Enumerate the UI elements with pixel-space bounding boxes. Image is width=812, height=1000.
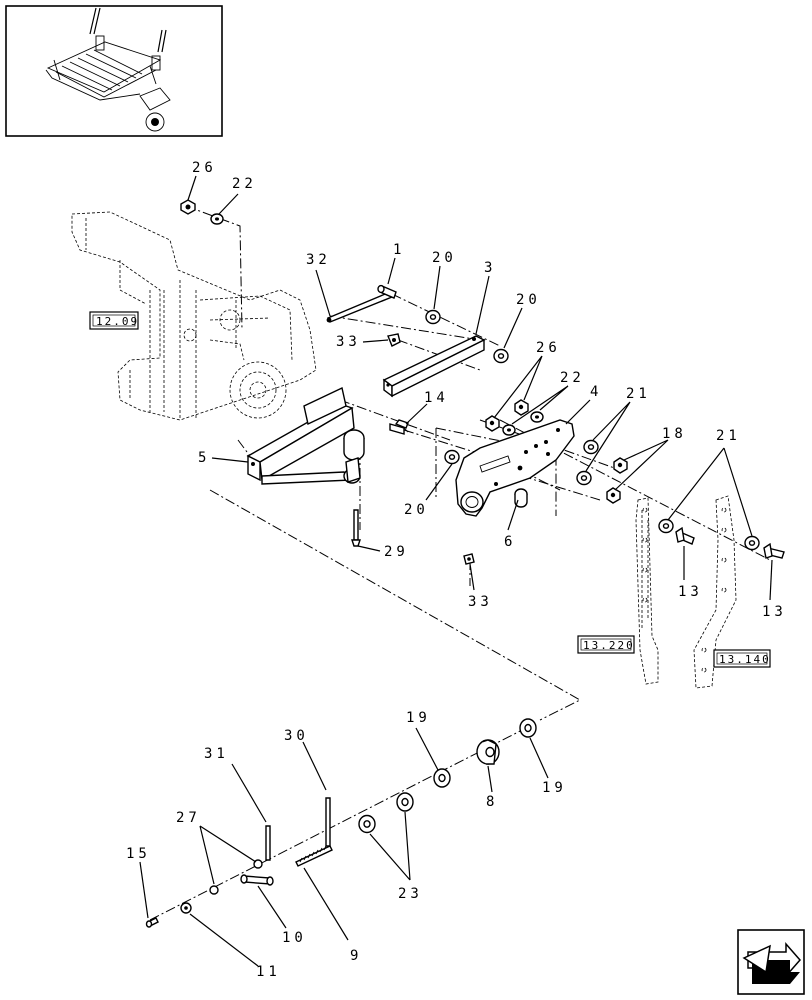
callout-23[interactable]: 23 — [398, 886, 423, 902]
callout-19[interactable]: 19 — [406, 710, 431, 726]
frame-phantom — [71, 211, 317, 421]
part-bolt-14[interactable] — [389, 419, 409, 435]
part-bolt-13-a[interactable] — [675, 526, 695, 545]
ref-label-13-220: 13.220 — [583, 639, 635, 652]
callout-22[interactable]: 22 — [232, 176, 257, 192]
part-washer-23-b[interactable] — [358, 814, 376, 834]
callout-20[interactable]: 20 — [516, 292, 541, 308]
callout-22[interactable]: 22 — [560, 370, 585, 386]
callout-31[interactable]: 31 — [204, 746, 229, 762]
callout-18[interactable]: 18 — [662, 426, 687, 442]
leader-lines — [139, 175, 773, 967]
callout-13[interactable]: 13 — [762, 604, 787, 620]
part-grease-fitting-33-a[interactable] — [387, 333, 401, 347]
ref-label-13-140: 13.140 — [719, 653, 771, 666]
callout-27[interactable]: 27 — [176, 810, 201, 826]
callout-14[interactable]: 14 — [424, 390, 449, 406]
ref-label-12-09: 12.09 — [96, 315, 139, 328]
part-washer-19-right[interactable] — [519, 718, 537, 738]
callout-20[interactable]: 20 — [432, 250, 457, 266]
part-washer-20-a[interactable] — [425, 309, 441, 325]
callout-3[interactable]: 3 — [484, 260, 496, 276]
part-washer-23-a[interactable] — [396, 792, 414, 812]
machine-overview-thumbnail — [5, 5, 223, 137]
part-washer-20-c[interactable] — [444, 449, 460, 465]
callout-6[interactable]: 6 — [504, 534, 516, 550]
next-page-arrow-icon[interactable] — [737, 929, 805, 995]
part-washer-22-top[interactable] — [210, 213, 224, 225]
part-pin-1[interactable] — [377, 284, 397, 299]
callout-15[interactable]: 15 — [126, 846, 151, 862]
callout-26[interactable]: 26 — [192, 160, 217, 176]
part-grease-fitting-33-b[interactable] — [463, 553, 475, 565]
part-plate-4[interactable] — [455, 419, 575, 517]
callout-19[interactable]: 19 — [542, 780, 567, 796]
part-washer-22-b2[interactable] — [530, 411, 544, 423]
callout-11[interactable]: 11 — [256, 964, 281, 980]
phantom-link-13-140 — [693, 495, 737, 689]
part-nut-26-top[interactable] — [180, 199, 196, 215]
part-washer-21-b[interactable] — [576, 470, 592, 486]
callout-29[interactable]: 29 — [384, 544, 409, 560]
phantom-link-13-220 — [635, 497, 659, 685]
callout-33[interactable]: 33 — [468, 594, 493, 610]
part-pin-32[interactable] — [326, 291, 393, 323]
part-rod-31[interactable] — [265, 825, 271, 861]
callout-21[interactable]: 21 — [626, 386, 651, 402]
baler-pickup-illustration — [45, 7, 171, 132]
part-tube-3[interactable] — [382, 335, 486, 398]
callout-10[interactable]: 10 — [282, 930, 307, 946]
part-nut-26-b1[interactable] — [485, 415, 500, 432]
ref-box-13-220[interactable]: 13.220 — [577, 635, 635, 654]
part-washer-21-c[interactable] — [658, 518, 674, 534]
callout-32[interactable]: 32 — [306, 252, 331, 268]
callout-30[interactable]: 30 — [284, 728, 309, 744]
part-nut-26-b2[interactable] — [514, 399, 529, 416]
callout-1[interactable]: 1 — [393, 242, 405, 258]
part-bearing-8[interactable] — [476, 739, 500, 765]
callout-labels: 26 22 32 1 20 3 20 33 26 22 4 14 21 18 2… — [126, 160, 787, 980]
ref-box-12-09[interactable]: 12.09 — [89, 311, 139, 330]
callout-8[interactable]: 8 — [486, 794, 498, 810]
callout-13[interactable]: 13 — [678, 584, 703, 600]
part-washer-21-d[interactable] — [744, 535, 760, 551]
part-pin-10[interactable] — [240, 874, 274, 886]
ref-box-13-140[interactable]: 13.140 — [713, 649, 771, 668]
part-washer-11[interactable] — [180, 902, 192, 914]
part-nut-18-a[interactable] — [613, 457, 628, 474]
part-washer-21-a[interactable] — [583, 439, 599, 455]
part-nut-18-b[interactable] — [606, 487, 621, 504]
callout-33[interactable]: 33 — [336, 334, 361, 350]
callout-21[interactable]: 21 — [716, 428, 741, 444]
part-washer-19-left[interactable] — [433, 768, 451, 788]
callout-5[interactable]: 5 — [198, 450, 210, 466]
part-washer-22-b1[interactable] — [502, 424, 516, 436]
part-washer-20-b[interactable] — [493, 348, 509, 364]
part-arm-5[interactable] — [246, 386, 365, 485]
part-bolt-13-b[interactable] — [763, 542, 785, 559]
part-rod-30[interactable] — [325, 797, 331, 847]
part-pin-15[interactable] — [145, 917, 159, 928]
assembly-center-lines — [149, 205, 771, 921]
part-bushing-6[interactable] — [514, 488, 528, 508]
callout-26[interactable]: 26 — [536, 340, 561, 356]
part-spring-9[interactable] — [295, 845, 333, 867]
callout-20[interactable]: 20 — [404, 502, 429, 518]
part-pin-29[interactable] — [351, 509, 361, 547]
callout-9[interactable]: 9 — [350, 948, 362, 964]
part-washer-27-b[interactable] — [209, 885, 219, 895]
callout-4[interactable]: 4 — [590, 384, 602, 400]
